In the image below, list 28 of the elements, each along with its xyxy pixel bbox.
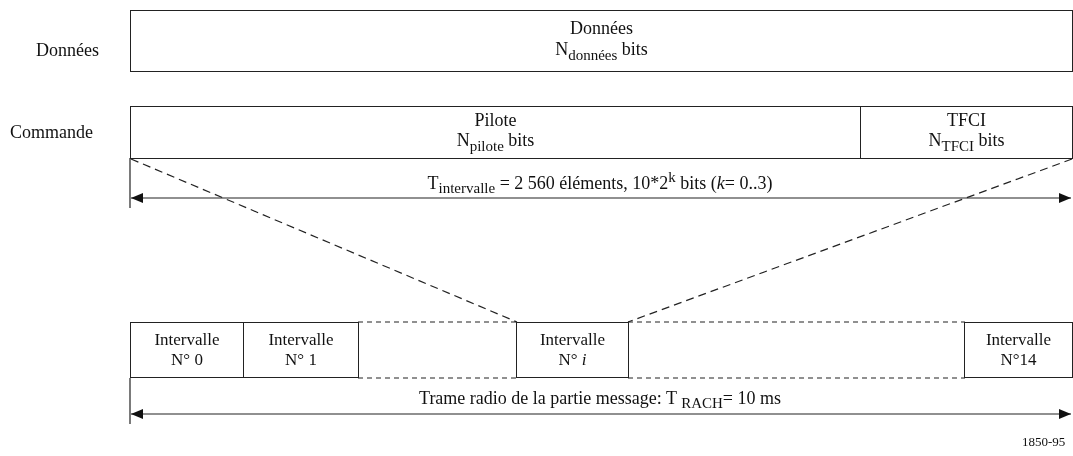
slot-box: [964, 322, 1073, 378]
continuation-line: [627, 377, 966, 379]
continuation-line: [357, 377, 518, 379]
slot-label: Intervalle N°14: [984, 330, 1053, 370]
slot-box: [243, 322, 359, 378]
field-name: Données: [570, 18, 633, 39]
field-name: TFCI: [947, 109, 986, 131]
field-size: N$_{TFCI}$ bits: [928, 130, 1005, 156]
dimension-label: Trame radio de la partie message: T $_{RACH}$= 10 ms: [419, 387, 781, 413]
slot-box: [516, 322, 629, 378]
field-size: N$_{pilote}$ bits: [456, 130, 535, 156]
row-label: Données: [36, 39, 99, 61]
continuation-line: [357, 321, 518, 323]
expansion-line: [627, 158, 1073, 323]
dimension-label: T$_{intervalle}$ = 2 560 éléments, 10*2$^{k}$ bits (k= 0..3): [427, 168, 773, 198]
slot-label: Intervalle N° i: [538, 330, 607, 370]
pilot-field-box: [130, 106, 861, 159]
slot-box: [130, 322, 244, 378]
field-size: N$_{données}$ bits: [555, 38, 648, 64]
data-field-box: [130, 10, 1073, 72]
tfci-field-box: [860, 106, 1073, 159]
slot-label: Intervalle N° 1: [267, 330, 335, 370]
continuation-line: [627, 321, 966, 323]
figure-number: 1850-95: [1022, 434, 1066, 450]
row-label: Commande: [10, 121, 93, 143]
expansion-line: [130, 158, 518, 323]
field-name: Pilote: [474, 109, 517, 131]
slot-label: Intervalle N° 0: [153, 330, 221, 370]
